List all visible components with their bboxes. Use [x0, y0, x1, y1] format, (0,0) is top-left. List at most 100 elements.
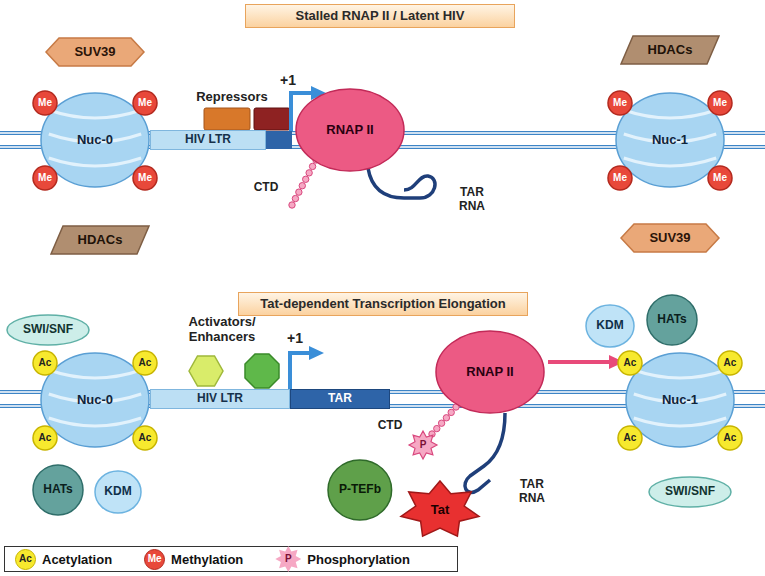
activator-shape — [189, 356, 223, 386]
suv39-enzyme: SUV39 — [620, 223, 720, 253]
methylation-mark: Me — [132, 90, 158, 116]
tat-protein: Tat — [400, 481, 480, 539]
node-label: SUV39 — [74, 45, 115, 60]
node-label: Ac — [39, 357, 52, 369]
node-label: HDACs — [648, 43, 693, 58]
node-label: KDM — [104, 485, 131, 499]
phosphorylation-mark: P — [409, 431, 437, 459]
legend-swatch: P — [275, 546, 301, 572]
node-label: Me — [138, 172, 152, 184]
node-label: Me — [38, 97, 52, 109]
node-label: Me — [613, 97, 627, 109]
protein-label: Activators/ Enhancers — [166, 315, 278, 345]
legend-text: Phosphorylation — [307, 552, 410, 567]
methylation-mark: Me — [607, 165, 633, 191]
acetylation-mark: Ac — [132, 425, 158, 451]
node-label: HDACs — [78, 233, 123, 248]
acetylation-mark: Ac — [32, 425, 58, 451]
node-label: Ac — [624, 432, 637, 444]
node-label: Me — [613, 172, 627, 184]
node-label: Ac — [39, 432, 52, 444]
promoter-segment — [266, 131, 292, 149]
ptefb-complex: P-TEFb — [327, 459, 393, 521]
rna-polymerase: RNAP II — [295, 88, 405, 172]
kdm-enzyme: KDM — [94, 470, 142, 514]
legend-text: Acetylation — [42, 552, 112, 567]
node-label: HIV LTR — [197, 392, 243, 406]
methylation-mark: Me — [132, 165, 158, 191]
tar-rna-strand — [368, 168, 435, 198]
ltr-band: HIV LTR — [150, 130, 266, 150]
node-label: Tat — [431, 503, 450, 518]
legend-symbol: Me — [148, 554, 162, 564]
repressor-box — [254, 108, 290, 130]
hdac-enzyme: HDACs — [50, 225, 150, 255]
domain-label: CTD — [254, 181, 279, 195]
node-label: Nuc-1 — [662, 393, 698, 408]
acetylation-mark: Ac — [617, 350, 643, 376]
legend-item: Me Methylation — [144, 549, 243, 570]
rna-polymerase: RNAP II — [435, 330, 545, 414]
domain-label: CTD — [378, 419, 403, 433]
rna-label: TAR RNA — [507, 478, 557, 506]
node-label: Ac — [624, 357, 637, 369]
tar-band: TAR — [290, 389, 390, 409]
tss-arrow — [290, 353, 311, 389]
legend-text: Methylation — [171, 552, 243, 567]
node-label: Nuc-0 — [77, 133, 113, 148]
node-label: SWI/SNF — [665, 485, 715, 499]
node-label: Nuc-0 — [77, 393, 113, 408]
methylation-mark: Me — [707, 90, 733, 116]
node-label: Nuc-1 — [652, 133, 688, 148]
enhancer-shape — [245, 354, 279, 388]
kdm-enzyme: KDM — [585, 304, 635, 348]
node-label: P — [420, 439, 427, 451]
methylation-mark: Me — [32, 165, 58, 191]
node-label: HIV LTR — [185, 133, 231, 147]
legend-box: Ac Acetylation Me Methylation P Phosphorylati… — [4, 546, 458, 572]
swi-snf-complex: SWI/SNF — [6, 314, 90, 346]
node-label: Tat-dependent Transcription Elongation — [260, 297, 505, 312]
acetylation-mark: Ac — [717, 350, 743, 376]
node-label: SUV39 — [649, 231, 690, 246]
node-label: Me — [38, 172, 52, 184]
suv39-enzyme: SUV39 — [45, 37, 145, 67]
node-label: Me — [713, 172, 727, 184]
legend-item: P Phosphorylation — [275, 546, 410, 572]
node-label: Ac — [139, 432, 152, 444]
node-label: HATs — [43, 483, 73, 497]
node-label: KDM — [596, 319, 623, 333]
node-label: Ac — [724, 357, 737, 369]
legend-item: Ac Acetylation — [15, 549, 112, 570]
acetylation-mark: Ac — [132, 350, 158, 376]
acetylation-mark: Ac — [617, 425, 643, 451]
node-label: Ac — [724, 432, 737, 444]
node-label: SWI/SNF — [23, 323, 73, 337]
methylation-mark: Me — [707, 165, 733, 191]
node-label: Me — [138, 97, 152, 109]
node-label: Stalled RNAP II / Latent HIV — [296, 9, 465, 24]
node-label: Ac — [139, 357, 152, 369]
methylation-mark: Me — [32, 90, 58, 116]
hat-enzyme: HATs — [646, 294, 698, 346]
node-label: RNAP II — [466, 365, 513, 380]
hat-enzyme: HATs — [32, 464, 84, 516]
elongation-arrow — [548, 360, 611, 364]
tss-arrowhead — [309, 346, 324, 360]
legend-swatch: Me — [144, 549, 165, 570]
acetylation-mark: Ac — [717, 425, 743, 451]
tar-rna-strand — [465, 413, 505, 492]
node-label: HATs — [657, 313, 687, 327]
acetylation-mark: Ac — [32, 350, 58, 376]
node-label: Me — [713, 97, 727, 109]
node-label: TAR — [328, 392, 352, 406]
node-label: RNAP II — [326, 123, 373, 138]
panel-title: Stalled RNAP II / Latent HIV — [245, 4, 515, 28]
tss-label: +1 — [287, 330, 303, 346]
protein-label: Repressors — [196, 90, 268, 105]
legend-swatch: Ac — [15, 549, 36, 570]
rna-label: TAR RNA — [447, 186, 497, 214]
swi-snf-complex: SWI/SNF — [648, 476, 732, 508]
panel-title: Tat-dependent Transcription Elongation — [238, 292, 528, 316]
legend-symbol: Ac — [19, 554, 32, 564]
